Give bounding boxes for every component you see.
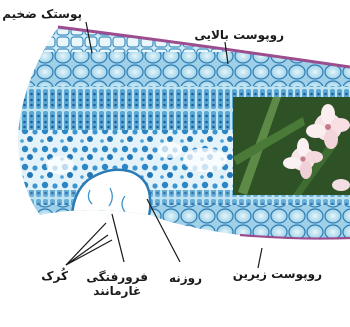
label-crypt-line2: غارمانند bbox=[86, 285, 148, 299]
label-thick-cuticle: پوستک ضخیم bbox=[2, 8, 82, 22]
oleander-flower-photo bbox=[233, 97, 350, 195]
label-crypt-line1: فرورفتگی bbox=[86, 271, 148, 285]
label-crypt: فرورفتگی غارمانند bbox=[86, 271, 148, 299]
label-upper-epidermis: روپوست بالایی bbox=[194, 29, 284, 43]
label-lower-epidermis: روپوست زیرین bbox=[233, 268, 322, 282]
label-stoma: روزنه bbox=[169, 272, 202, 286]
label-trichome: کُرک bbox=[41, 270, 68, 284]
